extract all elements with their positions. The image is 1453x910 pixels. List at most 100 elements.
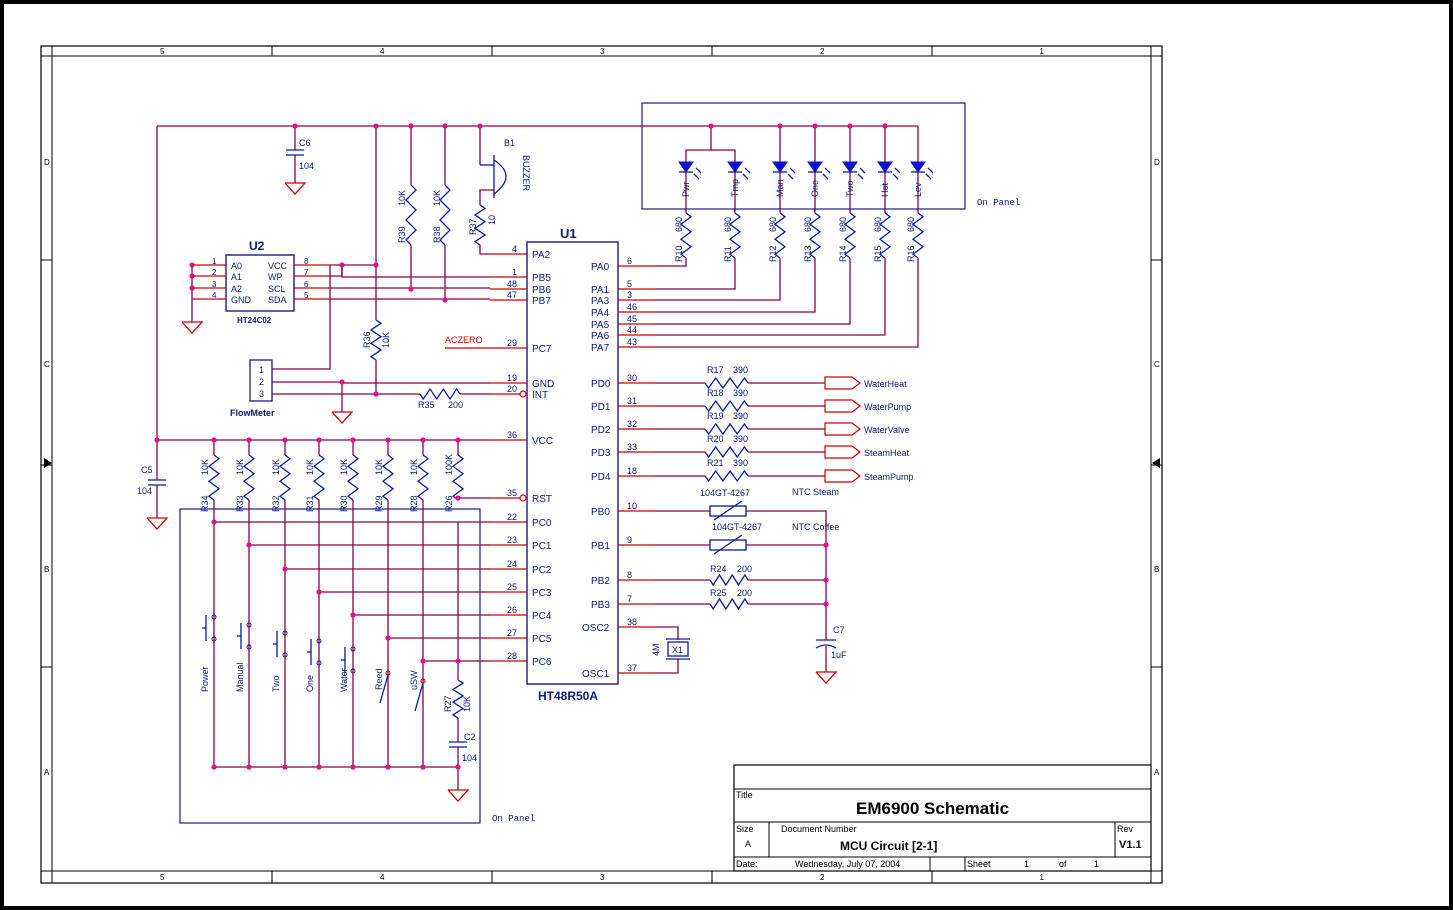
u1-pin-name: PA4 <box>591 308 610 319</box>
u1-pin-name: PB5 <box>532 273 551 284</box>
u2-pin-name: A1 <box>231 272 242 282</box>
u1-pin-name: PB2 <box>591 576 610 587</box>
junction-dot <box>339 262 345 268</box>
c7-val: 1uF <box>831 650 847 660</box>
resistor-zigzag <box>704 399 749 413</box>
ntc-steam-label: NTC Steam <box>792 487 839 497</box>
u1-pin-number: 5 <box>627 279 632 289</box>
u1-pin-number: 9 <box>627 535 632 545</box>
r24-val: 200 <box>737 564 752 574</box>
led-resistor-ref: R13 <box>803 245 813 262</box>
junction-dot <box>823 542 829 548</box>
wire <box>272 265 331 370</box>
resistor-zigzag <box>728 212 742 259</box>
flowmeter-pin-3: 3 <box>259 389 264 399</box>
ntc-slash <box>713 500 743 521</box>
border-col-label-top: 5 <box>160 47 165 56</box>
led-triangle <box>877 161 893 173</box>
wire <box>655 258 886 336</box>
of-label: of <box>1059 859 1067 869</box>
title-text: EM6900 Schematic <box>856 799 1009 818</box>
led-panel-box <box>641 102 966 210</box>
aczero-label: ACZERO <box>445 335 483 345</box>
u2-pin-name: A0 <box>231 261 242 271</box>
junction-dot <box>316 437 322 443</box>
pullup-val: 10K <box>235 459 245 475</box>
border-col-label-bottom: 5 <box>160 873 165 882</box>
u1-pin-name: PA2 <box>532 250 551 261</box>
u1-pin-number: 45 <box>627 314 637 324</box>
c2-val: 104 <box>462 753 477 763</box>
u1-pin-name: PB3 <box>591 600 610 611</box>
u1-pin-name: PD0 <box>591 379 611 390</box>
junction-dot <box>211 764 217 770</box>
junction-dot <box>455 495 461 501</box>
u1-pin-number: 26 <box>507 605 517 615</box>
rev-label: Rev <box>1117 824 1134 834</box>
resistor-zigzag <box>278 454 292 501</box>
junction-dot <box>847 123 853 129</box>
resistor-zigzag <box>709 597 749 611</box>
switch-contact <box>246 644 252 650</box>
switch-water: Water <box>339 646 356 692</box>
u2-pin-number: 6 <box>304 280 309 289</box>
u2-pin-number: 1 <box>212 257 217 266</box>
resistor-zigzag <box>709 573 749 587</box>
buzzer-b1 <box>480 155 507 198</box>
ground-symbol <box>331 411 354 424</box>
u1-pin-name: PA7 <box>591 343 610 354</box>
r39-val: 10K <box>397 190 407 206</box>
output-net-label: WaterValve <box>864 425 910 435</box>
u1-pin-name: PC2 <box>532 565 552 576</box>
switch-contact <box>350 668 356 674</box>
output-resistor-val: 390 <box>733 458 748 468</box>
u1-pin-number: 3 <box>627 290 632 300</box>
u2-pin-number: 8 <box>304 257 309 266</box>
junction-dot <box>477 123 483 129</box>
u1-pin-name: PB1 <box>591 541 610 552</box>
junction-dot <box>420 658 426 664</box>
x1-val: 4M <box>651 643 661 656</box>
switch-lever <box>379 674 389 704</box>
r27-resistor <box>451 679 465 719</box>
wire <box>655 258 851 325</box>
flowmeter-pin-1: 1 <box>259 365 264 375</box>
led-arrows <box>742 167 751 180</box>
c5-val: 104 <box>137 486 152 496</box>
led-resistor-ref: R16 <box>906 245 916 262</box>
u2-pin-number: 7 <box>304 268 309 277</box>
ground-symbol <box>447 789 470 802</box>
u1-pin-number: 6 <box>627 256 632 266</box>
ground-triangle <box>331 411 354 424</box>
r35-ref: R35 <box>418 400 435 410</box>
u2-pin-name: A2 <box>231 284 242 294</box>
junction-dot <box>373 262 379 268</box>
u1-pin-number: 46 <box>627 302 637 312</box>
date-label: Date: <box>736 859 758 869</box>
switch-label: Power <box>200 666 210 692</box>
border-col-label-bottom: 2 <box>820 873 825 882</box>
resistor-zigzag <box>451 454 465 501</box>
resistor-zigzag <box>878 212 892 259</box>
border-row-label-left: B <box>44 565 49 574</box>
switch-label: uSW <box>409 670 419 690</box>
border-col-label-top: 3 <box>600 47 605 56</box>
led-arrows <box>925 167 934 180</box>
junction-dot <box>408 123 414 129</box>
pullup-val: 10K <box>409 459 419 475</box>
r25-val: 200 <box>737 588 752 598</box>
switch-contact <box>350 646 356 652</box>
wire <box>655 258 687 267</box>
led-arrows <box>787 167 796 180</box>
u1-pin-number: 8 <box>627 570 632 580</box>
u1-rst-bubble <box>519 494 527 502</box>
wire <box>746 510 827 640</box>
border-col-label-bottom: 4 <box>380 873 385 882</box>
